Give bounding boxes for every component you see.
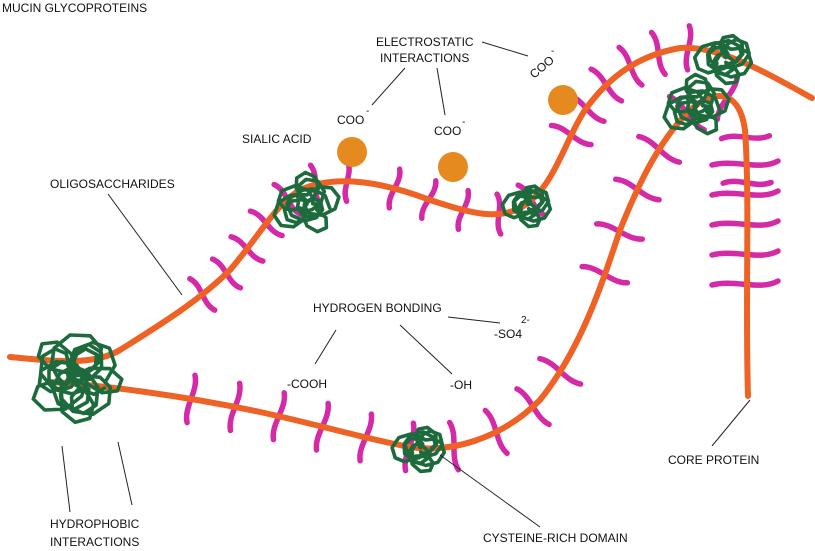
sulfate-charge: 2- [521,315,530,326]
carboxylate-group: COO [337,113,364,127]
leader-line [481,41,529,57]
core-protein-backbone [7,44,815,365]
sialic-acid-sphere [438,152,468,182]
hydrogen-bonding-label: HYDROGEN BONDING [313,301,442,315]
leader-line [439,454,541,528]
electrostatic-label-line1: ELECTROSTATIC [376,35,474,49]
carboxylate-group: COO [434,124,461,138]
carboxyl-group: -COOH [287,377,327,391]
leader-line [371,67,406,106]
hydrophobic-coil-cluster [31,333,124,425]
leader-line [117,441,133,506]
electrostatic-label-line2: INTERACTIONS [380,51,469,65]
leader-line [61,445,71,513]
hydrophobic-label-line2: INTERACTIONS [50,535,139,549]
cysteine-rich-label: CYSTEINE-RICH DOMAIN [483,531,628,545]
leader-line [314,329,337,365]
cysteine-rich-coil [692,33,754,86]
hydroxyl-group: -OH [450,378,472,392]
sulfate-group: -SO4 [494,327,522,341]
core-protein-label: CORE PROTEIN [668,453,759,467]
cysteine-rich-coils [31,33,754,474]
oligosaccharides-label: OLIGOSACCHARIDES [50,177,175,191]
leader-line [447,316,501,324]
cysteine-rich-coil [390,425,447,474]
hydrophobic-label-line1: HYDROPHOBIC [50,517,140,531]
sialic-acid-sphere [337,137,367,167]
carboxylate-charge: - [551,46,554,57]
leader-line [436,67,446,116]
core-protein-lower-loop [47,93,751,452]
cysteine-rich-coil [272,170,341,234]
carboxylate-group-rotated: COO [527,53,557,81]
leader-line [711,399,751,447]
cysteine-rich-coil [662,72,731,136]
leader-line [107,193,183,296]
carboxylate-charge: - [462,117,465,128]
diagram-title: MUCIN GLYCOPROTEINS [2,1,147,15]
leader-line [399,324,453,375]
sialic-acid-sphere [548,85,578,115]
cysteine-rich-coil [500,184,553,229]
carboxylate-charge: - [366,106,369,117]
sialic-acid-label: SIALIC ACID [242,132,312,146]
